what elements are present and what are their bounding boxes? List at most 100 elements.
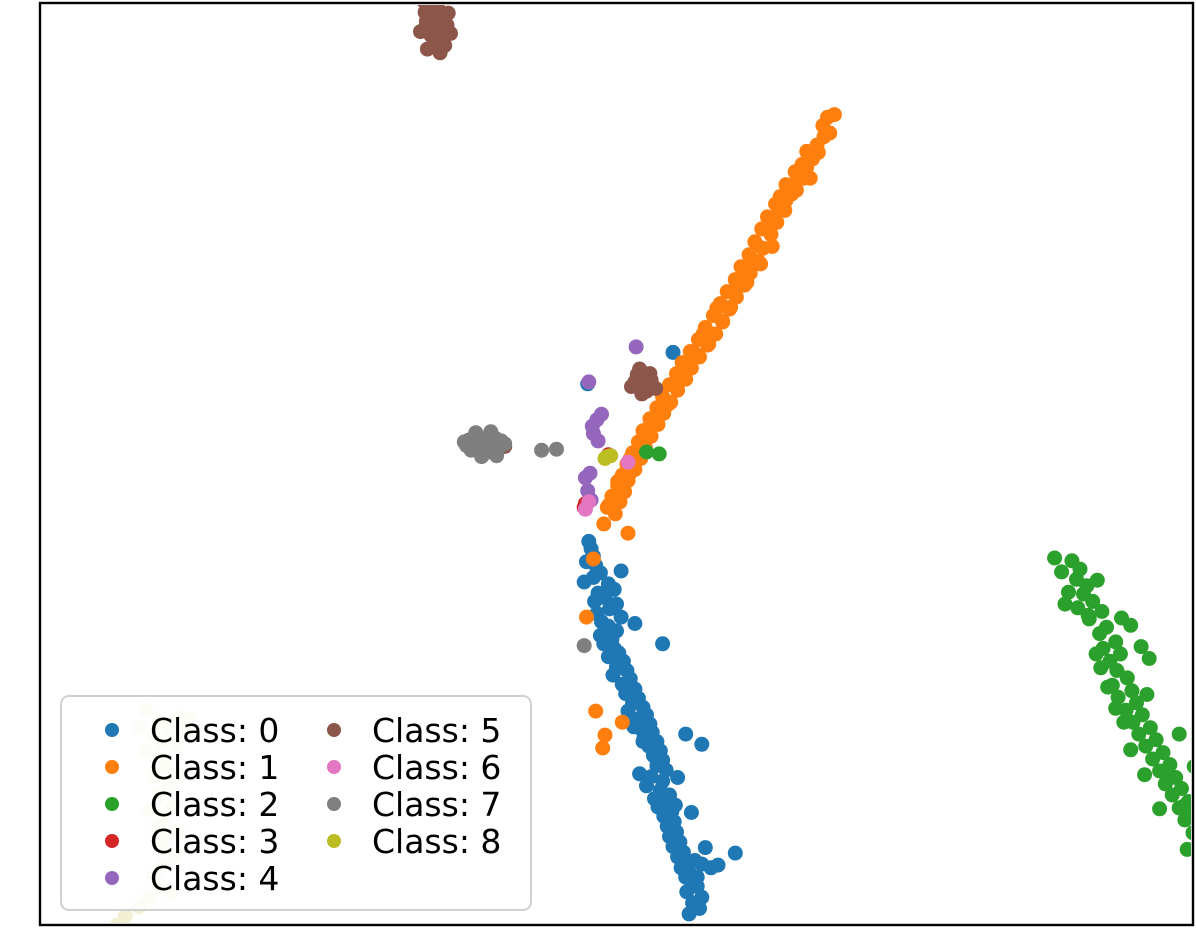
data-point [660,396,676,412]
data-point [1093,660,1109,676]
data-point [822,125,838,141]
data-point [1145,751,1161,767]
data-point [602,601,618,617]
plot-frame [38,1,1195,927]
data-point [655,636,671,652]
data-point [424,18,440,34]
legend-marker [105,797,119,811]
data-point [788,173,804,189]
data-point [709,300,725,316]
data-point [1186,759,1191,774]
series-class-5 [413,5,664,454]
data-point [595,740,611,756]
data-point [588,703,604,719]
data-point [576,574,592,590]
legend-marker [327,723,341,737]
data-point [413,24,428,40]
data-point [1057,596,1073,612]
data-point [639,778,654,794]
data-point [603,448,619,464]
data-point [621,466,637,482]
data-point [440,5,456,21]
data-point [694,736,710,752]
data-point [614,714,630,730]
data-point [1131,726,1147,742]
data-point [534,442,550,458]
data-point [620,454,636,470]
legend-box [60,695,532,911]
data-point [1133,639,1149,655]
legend-label: Class: 4 [150,859,279,898]
data-point [697,840,713,856]
data-point [600,649,616,665]
legend-label: Class: 6 [372,748,501,787]
data-point [764,238,780,254]
data-point [739,274,755,290]
data-point [1089,572,1105,588]
data-point [497,436,513,452]
data-point [576,638,592,654]
data-point [762,213,778,229]
data-point [635,734,651,749]
data-point [1152,801,1168,817]
data-point [590,433,606,449]
data-point [689,347,705,363]
legend-marker [327,797,341,811]
data-point [727,285,743,300]
data-point [678,726,694,742]
data-point [667,797,683,813]
data-point [715,313,731,329]
legend-label: Class: 7 [372,785,501,824]
legend-label: Class: 2 [150,785,279,824]
data-point [753,256,769,272]
data-point [596,516,612,532]
series-class-2 [639,444,1191,857]
data-point [681,906,697,922]
data-point [723,299,739,315]
legend-label: Class: 8 [372,822,501,861]
data-point [1164,787,1180,803]
data-point [670,770,686,785]
data-point [1100,679,1116,695]
data-point [678,869,694,885]
data-point [749,238,765,253]
data-point [613,563,629,579]
data-point [1161,770,1177,786]
data-point [110,917,125,923]
legend-marker [105,723,119,737]
data-point [1176,798,1191,814]
data-point [627,616,643,631]
data-point [1119,670,1135,686]
data-point [1123,617,1139,633]
data-point [701,336,717,352]
data-point [1094,604,1110,619]
data-point [1092,626,1108,642]
data-point [613,609,629,625]
data-point [1116,714,1132,730]
data-point [1124,683,1140,699]
data-point [579,609,594,625]
data-point [1185,825,1191,841]
data-point [432,45,448,61]
data-point [1047,550,1063,566]
data-point [600,498,616,513]
data-point [651,446,667,462]
data-point [1139,687,1155,702]
data-point [419,41,435,57]
data-point [628,339,644,355]
data-point [694,856,710,872]
data-point [1137,767,1153,783]
data-point [763,226,779,242]
data-point [640,421,656,437]
data-point [1141,651,1157,666]
data-point [610,474,626,489]
data-point [665,344,681,360]
legend-marker [327,834,341,848]
data-point [1129,695,1144,711]
data-point [474,449,490,465]
data-point [1054,564,1070,580]
data-point [1179,841,1191,857]
data-point [1109,663,1125,678]
data-point [612,494,628,510]
